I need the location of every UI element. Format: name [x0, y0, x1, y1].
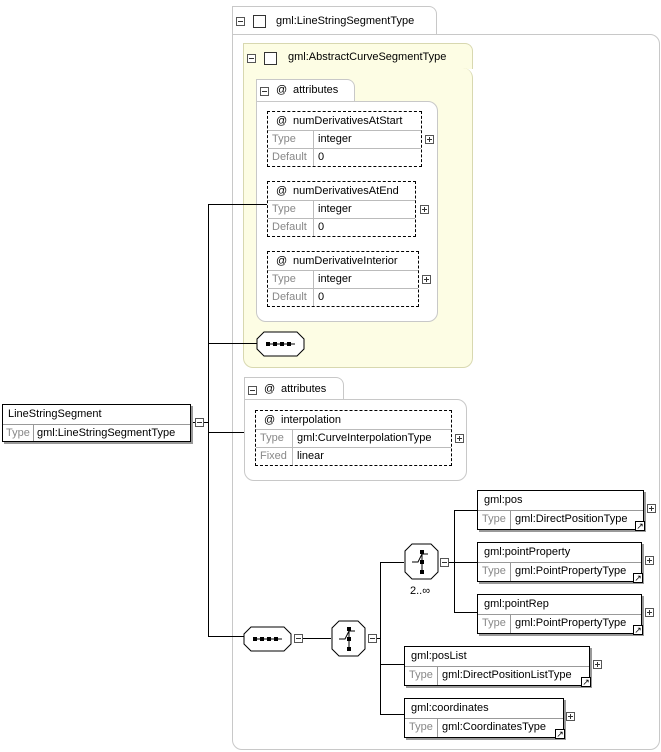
element-name: gml:coordinates [411, 702, 489, 714]
inherited-attributes-tab [256, 79, 355, 103]
expand-attribute-icon[interactable] [455, 434, 464, 443]
inner-choice-compositor[interactable] [404, 543, 440, 581]
element-name: gml:pointProperty [484, 546, 571, 558]
element-type-label: Type [409, 669, 433, 681]
attribute-type-value: integer [318, 133, 352, 145]
outer-choice-compositor[interactable] [331, 620, 367, 658]
expand-attribute-icon[interactable] [422, 275, 431, 284]
attribute-default-value: 0 [318, 291, 325, 303]
attribute-type-value: integer [318, 273, 352, 285]
element-type-label: Type [409, 721, 433, 733]
inherited-attributes-at-icon: @ [276, 84, 288, 96]
attribute-default-value: 0 [318, 221, 325, 233]
type-reference-icon[interactable]: ↗ [635, 521, 645, 531]
attribute-fixed-label: Fixed [260, 450, 287, 462]
expand-element-icon[interactable] [645, 608, 654, 617]
element-name: gml:posList [411, 650, 467, 662]
own-attributes-at-icon: @ [264, 383, 276, 395]
root-element-type-value: gml:LineStringSegmentType [37, 427, 176, 439]
expand-element-icon[interactable] [566, 712, 575, 721]
element-type-label: Type [482, 617, 506, 629]
attribute-default-label: Default [272, 151, 307, 163]
type-reference-icon[interactable]: ↗ [581, 677, 591, 687]
collapse-outer-type-icon[interactable] [236, 17, 245, 26]
element-name: gml:pointRep [484, 598, 549, 610]
element-name: gml:pos [484, 494, 523, 506]
collapse-inner-choice-icon[interactable] [440, 558, 449, 567]
type-reference-icon[interactable]: ↗ [633, 625, 643, 635]
type-reference-icon[interactable]: ↗ [555, 729, 565, 739]
attribute-at-icon: @ [276, 115, 288, 127]
element-type-value: gml:CoordinatesType [442, 721, 546, 733]
attribute-default-label: Default [272, 221, 307, 233]
own-attributes-label: attributes [281, 383, 327, 395]
root-element-type-label: Type [6, 427, 30, 439]
element-type-value: gml:PointPropertyType [515, 565, 627, 577]
expand-element-icon[interactable] [647, 504, 656, 513]
attribute-at-icon: @ [276, 185, 288, 197]
attribute-name: numDerivativeInterior [293, 255, 398, 267]
attribute-type-label: Type [272, 133, 296, 145]
attribute-interpolation[interactable] [255, 410, 452, 466]
abstract-type-icon [264, 52, 277, 65]
own-attributes-tab [244, 377, 344, 401]
attribute-type-value: gml:CurveInterpolationType [297, 432, 432, 444]
type-reference-icon[interactable]: ↗ [633, 573, 643, 583]
attribute-fixed-value: linear [297, 450, 324, 462]
collapse-inherited-attributes-icon[interactable] [260, 87, 269, 96]
attribute-num-derivatives-at-end[interactable] [267, 181, 416, 237]
choice-occurrence-label: 2..∞ [410, 585, 431, 597]
element-type-label: Type [482, 513, 506, 525]
outer-type-title: gml:LineStringSegmentType [276, 15, 415, 27]
element-type-value: gml:DirectPositionListType [442, 669, 572, 681]
attribute-num-derivative-interior[interactable] [267, 251, 419, 307]
outer-type-tab [232, 6, 437, 36]
root-element-name: LineStringSegment [8, 408, 102, 420]
attribute-type-value: integer [318, 203, 352, 215]
attribute-num-derivatives-at-start[interactable] [267, 111, 422, 167]
attribute-type-label: Type [272, 203, 296, 215]
element-type-value: gml:DirectPositionType [515, 513, 628, 525]
collapse-abstract-type-icon[interactable] [247, 54, 256, 63]
collapse-sequence-icon[interactable] [294, 634, 303, 643]
main-sequence-compositor[interactable] [243, 626, 293, 652]
expand-attribute-icon[interactable] [425, 135, 434, 144]
attribute-name: numDerivativesAtEnd [293, 185, 399, 197]
attribute-default-value: 0 [318, 151, 325, 163]
attribute-at-icon: @ [264, 414, 276, 426]
element-type-label: Type [482, 565, 506, 577]
abstract-type-tab [243, 43, 473, 69]
attribute-name: interpolation [281, 414, 341, 426]
attribute-type-label: Type [272, 273, 296, 285]
expand-element-icon[interactable] [645, 556, 654, 565]
attribute-at-icon: @ [276, 255, 288, 267]
collapse-own-attributes-icon[interactable] [248, 386, 257, 395]
attribute-default-label: Default [272, 291, 307, 303]
expand-attribute-icon[interactable] [420, 205, 429, 214]
collapse-choice-icon[interactable] [368, 634, 377, 643]
inherited-sequence-compositor[interactable] [256, 331, 306, 357]
element-type-value: gml:PointPropertyType [515, 617, 627, 629]
inherited-attributes-label: attributes [293, 84, 339, 96]
collapse-root-element-icon[interactable] [195, 418, 204, 427]
abstract-type-title: gml:AbstractCurveSegmentType [288, 51, 447, 63]
attribute-name: numDerivativesAtStart [293, 115, 403, 127]
expand-element-icon[interactable] [593, 660, 602, 669]
complex-type-icon [253, 15, 266, 28]
attribute-type-label: Type [260, 432, 284, 444]
